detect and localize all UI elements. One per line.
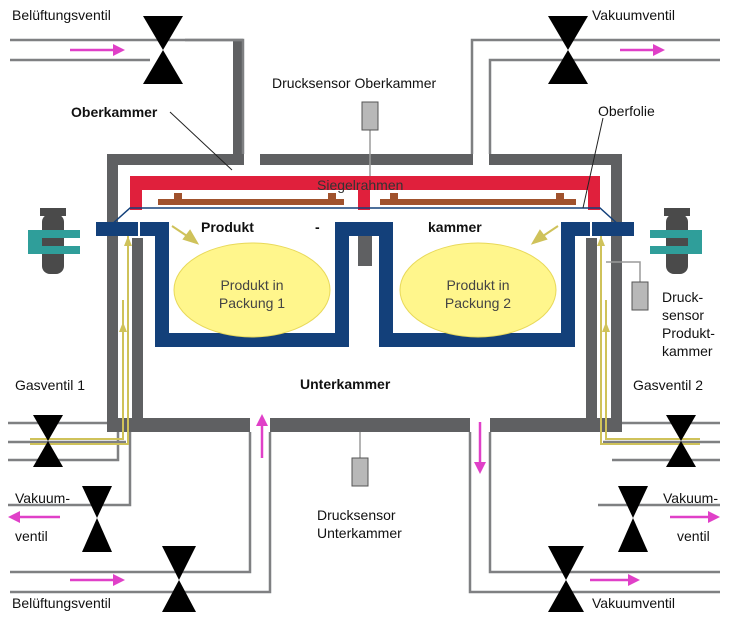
label-sensor-prod-4: kammer — [662, 343, 713, 359]
label-vac-right-1: Vakuum- — [663, 490, 718, 506]
center-support — [358, 236, 372, 266]
clamp-left — [28, 208, 80, 274]
label-vac-top-right: Vakuumventil — [592, 7, 675, 23]
product-trays — [96, 222, 634, 347]
label-gas2: Gasventil 2 — [633, 377, 703, 393]
leader-lines — [169, 111, 604, 209]
label-kammer: kammer — [428, 219, 482, 235]
pressure-sensor-bottom — [351, 432, 369, 487]
label-vac-left-2: ventil — [15, 528, 48, 544]
valve-icon[interactable] — [33, 415, 63, 467]
pressure-sensor-top — [361, 101, 379, 176]
label-unterkammer: Unterkammer — [300, 376, 391, 392]
label-sensor-prod-3: Produkt- — [662, 325, 715, 341]
clamp-right — [650, 208, 702, 274]
valve-icon[interactable] — [82, 486, 112, 552]
label-pack1-line2: Packung 1 — [219, 295, 285, 311]
label-dash: - — [315, 219, 320, 235]
label-vent-bottom-left: Belüftungsventil — [12, 595, 111, 611]
product-package-1 — [173, 242, 331, 338]
product-chamber-arrows — [171, 225, 559, 245]
valve-icon[interactable] — [548, 546, 584, 612]
label-pack1-line1: Produkt in — [220, 277, 283, 293]
label-sensor-prod-2: sensor — [662, 307, 704, 323]
valve-icon[interactable] — [162, 546, 196, 612]
label-sensor-bottom-1: Drucksensor — [317, 507, 396, 523]
upper-foil — [109, 207, 621, 227]
valve-icon[interactable] — [143, 16, 183, 84]
label-sensor-top: Drucksensor Oberkammer — [272, 75, 436, 91]
pipes — [8, 38, 720, 594]
pressure-sensor-product — [606, 261, 649, 311]
label-sensor-prod-1: Druck- — [662, 289, 704, 305]
flow-arrows — [8, 44, 720, 586]
label-oberfolie: Oberfolie — [598, 103, 655, 119]
labels: Belüftungsventil Vakuumventil Drucksenso… — [12, 7, 718, 611]
product-package-2 — [399, 242, 557, 338]
chamber-walls — [107, 40, 622, 432]
label-vac-bottom-right: Vakuumventil — [592, 595, 675, 611]
gas-lines — [30, 232, 700, 445]
sealing-frame — [130, 176, 600, 210]
label-siegelrahmen: Siegelrahmen — [317, 177, 403, 193]
label-gas1: Gasventil 1 — [15, 377, 85, 393]
label-vac-right-2: ventil — [677, 528, 710, 544]
valve-icon[interactable] — [666, 415, 696, 467]
label-oberkammer: Oberkammer — [71, 104, 158, 120]
valve-icon[interactable] — [548, 16, 588, 84]
label-sensor-bottom-2: Unterkammer — [317, 525, 402, 541]
label-vac-left-1: Vakuum- — [15, 490, 70, 506]
valve-icon[interactable] — [618, 486, 648, 552]
label-produkt: Produkt — [201, 219, 254, 235]
label-vent-top-left: Belüftungsventil — [12, 7, 111, 23]
label-pack2-line2: Packung 2 — [445, 295, 511, 311]
label-pack2-line1: Produkt in — [446, 277, 509, 293]
